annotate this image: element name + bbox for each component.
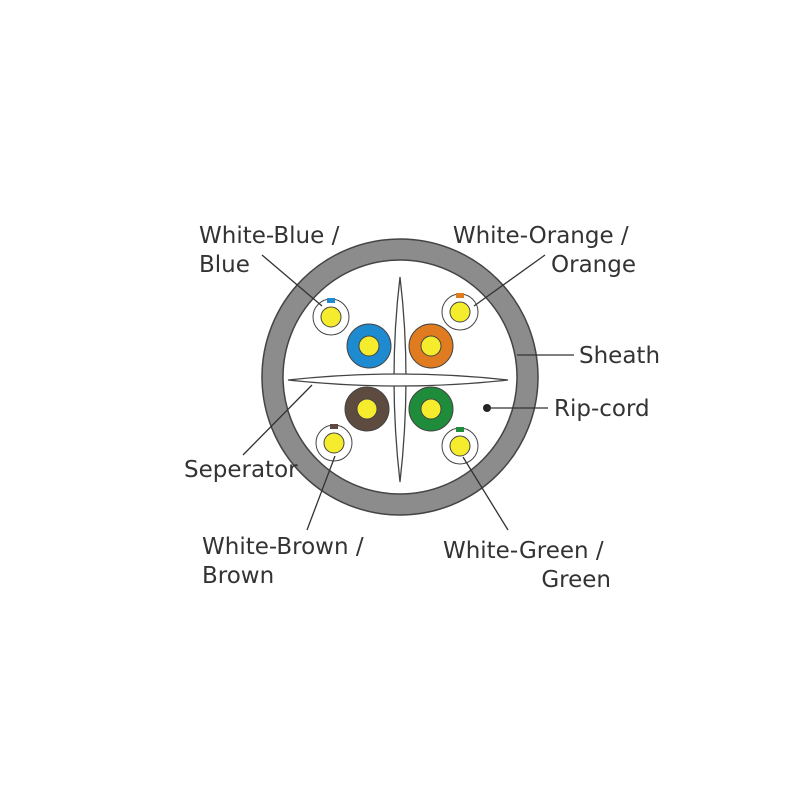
separator-horizontal — [287, 373, 509, 387]
label-rip-cord: Rip-cord — [554, 396, 650, 422]
wire-white-orange — [441, 293, 479, 331]
wire-white-blue — [312, 298, 350, 336]
leader-white-brown — [306, 455, 336, 531]
label-white-brown: White-Brown / Brown — [202, 534, 371, 589]
label-sheath: Sheath — [579, 343, 660, 369]
wire-orange — [408, 323, 454, 369]
leader-white-blue — [261, 254, 323, 307]
wire-green — [408, 386, 454, 432]
label-separator: Seperator — [184, 457, 298, 483]
label-white-green: White-Green / Green — [443, 538, 611, 593]
wire-brown — [344, 386, 390, 432]
wire-white-green — [441, 427, 479, 465]
leader-white-green — [462, 456, 509, 531]
wire-blue — [346, 323, 392, 369]
label-white-blue: White-Blue / Blue — [199, 223, 347, 278]
wire-white-brown — [315, 424, 353, 462]
leader-separator — [242, 384, 313, 456]
label-white-orange: White-Orange / Orange — [453, 223, 636, 278]
leader-white-orange — [473, 254, 546, 307]
